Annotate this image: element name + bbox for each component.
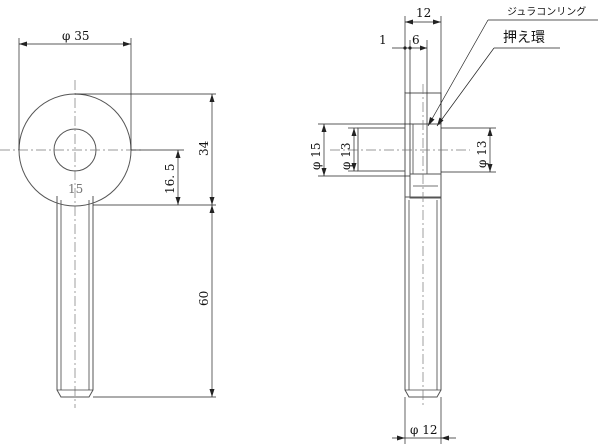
dia15-label: φ 15 <box>309 143 323 171</box>
callout-ring-label: ジュラコンリング <box>507 5 586 18</box>
dia12-arrow-right <box>441 435 449 441</box>
callout-ring-leader <box>427 19 489 127</box>
dia13r-arrow-top <box>487 128 493 136</box>
dim60-arrow-bottom <box>209 389 215 397</box>
dim34-arrow-top <box>209 94 215 102</box>
dim12-arrow-left <box>405 19 413 25</box>
dia12-arrow-left <box>397 435 405 441</box>
side-view: 12 1 6 ジュラコンリング 押え環 φ 15 φ 13 <box>309 5 598 444</box>
dim1-dot-left <box>403 46 407 50</box>
dim34-label: 34 <box>197 140 211 156</box>
dia13r-label: φ 13 <box>475 141 489 169</box>
dia35-label: φ 35 <box>62 29 90 43</box>
dia15-arrow-bottom <box>321 168 327 176</box>
callout-retainer-label: 押え環 <box>503 30 545 46</box>
dim165-label: 16. 5 <box>163 163 177 194</box>
dia35-arrow-left <box>19 41 27 47</box>
dia13r-arrow-bottom <box>487 164 493 172</box>
dim165-arrow-bottom <box>175 197 181 205</box>
dia35-arrow-right <box>123 41 131 47</box>
dim12-arrow-right <box>433 19 441 25</box>
engraving-text: 15 <box>68 182 83 196</box>
dia13-arrow-top <box>351 128 357 136</box>
dim165-arrow-top <box>175 150 181 158</box>
dim60-label: 60 <box>197 291 211 306</box>
dim1-label: 1 <box>379 33 387 47</box>
dim12-label: 12 <box>416 6 431 20</box>
dia13-label: φ 13 <box>339 143 353 171</box>
dim34-arrow-bottom <box>209 197 215 205</box>
side-ring-section <box>409 123 442 175</box>
callout-retainer-leader <box>436 47 495 127</box>
dia12-label: φ 12 <box>410 423 438 437</box>
dia15-arrow-top <box>321 124 327 132</box>
dim6-label: 6 <box>412 33 420 47</box>
shaft-outline <box>56 196 94 398</box>
side-groove <box>409 173 442 199</box>
callout-retainer-arrow <box>437 117 444 126</box>
dim60-arrow-top <box>209 205 215 213</box>
side-bushing <box>357 127 406 172</box>
dim6-arrow-right <box>420 45 427 51</box>
dia13-arrow-bottom <box>351 163 357 171</box>
dim1-dot-right <box>408 46 412 50</box>
front-view: 15 φ 35 16. 5 34 60 <box>0 29 216 408</box>
callout-ring-arrow <box>428 117 435 126</box>
